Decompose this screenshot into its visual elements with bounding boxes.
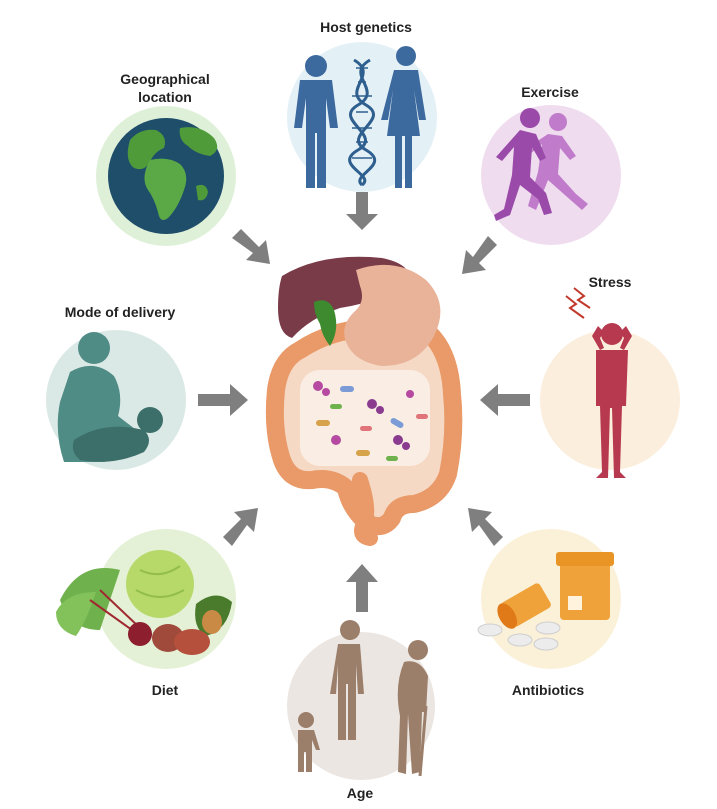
- arrow-age: [346, 564, 378, 612]
- dna-icon: [348, 58, 376, 187]
- elderly-child-icon: [298, 620, 428, 777]
- arrow-antibiotics: [468, 508, 503, 546]
- label-stress: Stress: [588, 274, 632, 290]
- arrow-diet: [223, 508, 258, 546]
- label-exercise: Exercise: [521, 84, 579, 100]
- bacteria-cluster: [313, 381, 428, 461]
- arrow-mode-of-delivery: [198, 384, 248, 416]
- lightning-icon: [565, 287, 591, 319]
- runner-icon: [494, 108, 552, 221]
- pill-bottle-icon: [477, 552, 614, 651]
- label-mode-of-delivery: Mode of delivery: [64, 304, 176, 320]
- age-node: [287, 620, 435, 780]
- diet-node: [56, 529, 236, 669]
- woman-figure-icon: [381, 46, 426, 188]
- label-antibiotics: Antibiotics: [511, 682, 585, 698]
- exercise-node: [481, 105, 621, 245]
- label-geographical-location-line1: Geographical: [120, 71, 210, 87]
- vegetables-icon: [56, 550, 232, 655]
- geographical-location-node: [96, 106, 236, 246]
- label-host-genetics: Host genetics: [320, 19, 412, 35]
- stress-person-icon: [592, 323, 632, 478]
- gut-organ-icon: [265, 256, 463, 546]
- arrows: [198, 192, 530, 612]
- label-geographical-location-line2: location: [138, 89, 192, 105]
- baby-icon: [72, 407, 163, 462]
- label-diet: Diet: [151, 682, 179, 698]
- mode-of-delivery-node: [46, 330, 186, 470]
- host-genetics-node: [287, 42, 437, 192]
- arrow-geographical-location: [232, 229, 270, 264]
- arrow-stress: [480, 384, 530, 416]
- globe-icon: [108, 118, 224, 234]
- arrow-host-genetics: [346, 192, 378, 230]
- man-figure-icon: [294, 55, 338, 188]
- antibiotics-node: [477, 529, 621, 669]
- label-age: Age: [346, 785, 374, 801]
- stress-node: [540, 287, 680, 478]
- arrow-exercise: [462, 236, 497, 274]
